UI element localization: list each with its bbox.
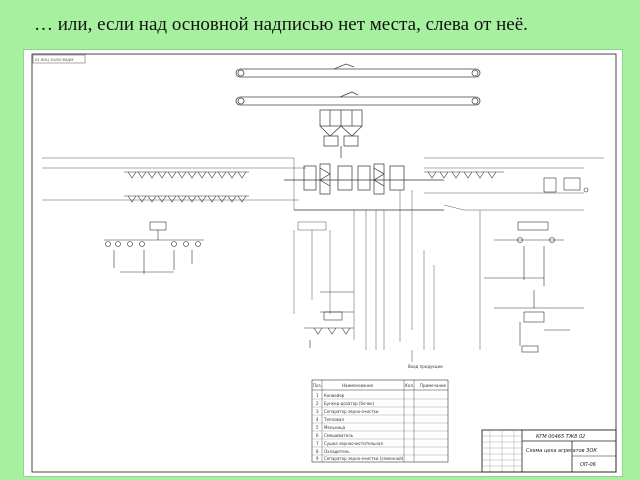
spec-header-qty: Кол. <box>405 383 414 388</box>
spec-row-pos: 2 <box>316 401 319 406</box>
drawing-sheet: 01 ВОЦ 10400 ВАДМ <box>24 50 622 476</box>
central-vertical-lines <box>293 190 481 350</box>
spec-row-name: Сепаратор зерно-очистки (семенной) <box>324 456 404 461</box>
right-hopper-array <box>424 171 589 193</box>
left-hopper-array-bottom <box>124 195 249 203</box>
spec-row-name: Бункер-дозатор (бочок) <box>324 401 375 406</box>
spec-row-name: Сушка зерноочистительная <box>324 441 383 446</box>
title-block-sheet-code: ОП-06 <box>580 462 596 468</box>
drawing-frame <box>31 53 617 473</box>
title-block-title: Схема цеха агрегатов ЗОК <box>526 448 597 454</box>
spec-row-pos: 4 <box>316 417 319 422</box>
spec-row-pos: 1 <box>316 393 319 398</box>
left-distribution <box>104 221 204 274</box>
spec-row-pos: 8 <box>316 449 319 454</box>
conveyor-top <box>235 63 481 78</box>
corner-stamp: 01 ВОЦ 10400 ВАДМ <box>35 58 73 62</box>
lower-center-assembly <box>304 291 354 348</box>
spec-row-name: Охладитель <box>324 449 350 454</box>
corner-stamp-box <box>32 54 86 64</box>
spec-row-pos: 7 <box>316 441 319 446</box>
note-label: Вход продукции <box>408 364 443 369</box>
spec-header-pos: Поз. <box>313 383 322 388</box>
spec-row-name: Смешиватель <box>324 433 354 438</box>
hopper-group <box>319 109 363 158</box>
spec-row-pos: 3 <box>316 409 319 414</box>
spec-row-pos: 6 <box>316 433 319 438</box>
title-block-code: КГМ 00465 ТЖ8 02 <box>536 434 585 440</box>
title-block: КГМ 00465 ТЖ8 02 Схема цеха агрегатов ЗО… <box>481 429 617 473</box>
process-flow-diagram: 01 ВОЦ 10400 ВАДМ <box>31 53 617 473</box>
slide-caption: … или, если над основной надписью нет ме… <box>34 14 528 35</box>
spec-row-name: Мельница <box>324 425 346 430</box>
process-lines <box>42 157 604 211</box>
spec-table: Поз. Наименование Кол. Примечание 1 Конв… <box>311 379 449 463</box>
spec-header-note: Примечание <box>420 383 447 388</box>
left-hopper-array-top <box>124 171 249 179</box>
spec-header-name: Наименование <box>342 383 374 388</box>
spec-row-name: Сепаратор зерно-очистки <box>324 409 379 414</box>
spec-row-name: Конвейер <box>324 393 345 398</box>
right-lower-assembly <box>484 221 584 353</box>
conveyor-second <box>235 91 481 106</box>
spec-row-name: Тепловая <box>323 417 344 422</box>
spec-row-pos: 9 <box>316 456 319 461</box>
central-equipment <box>284 163 444 211</box>
spec-row-pos: 5 <box>316 425 319 430</box>
